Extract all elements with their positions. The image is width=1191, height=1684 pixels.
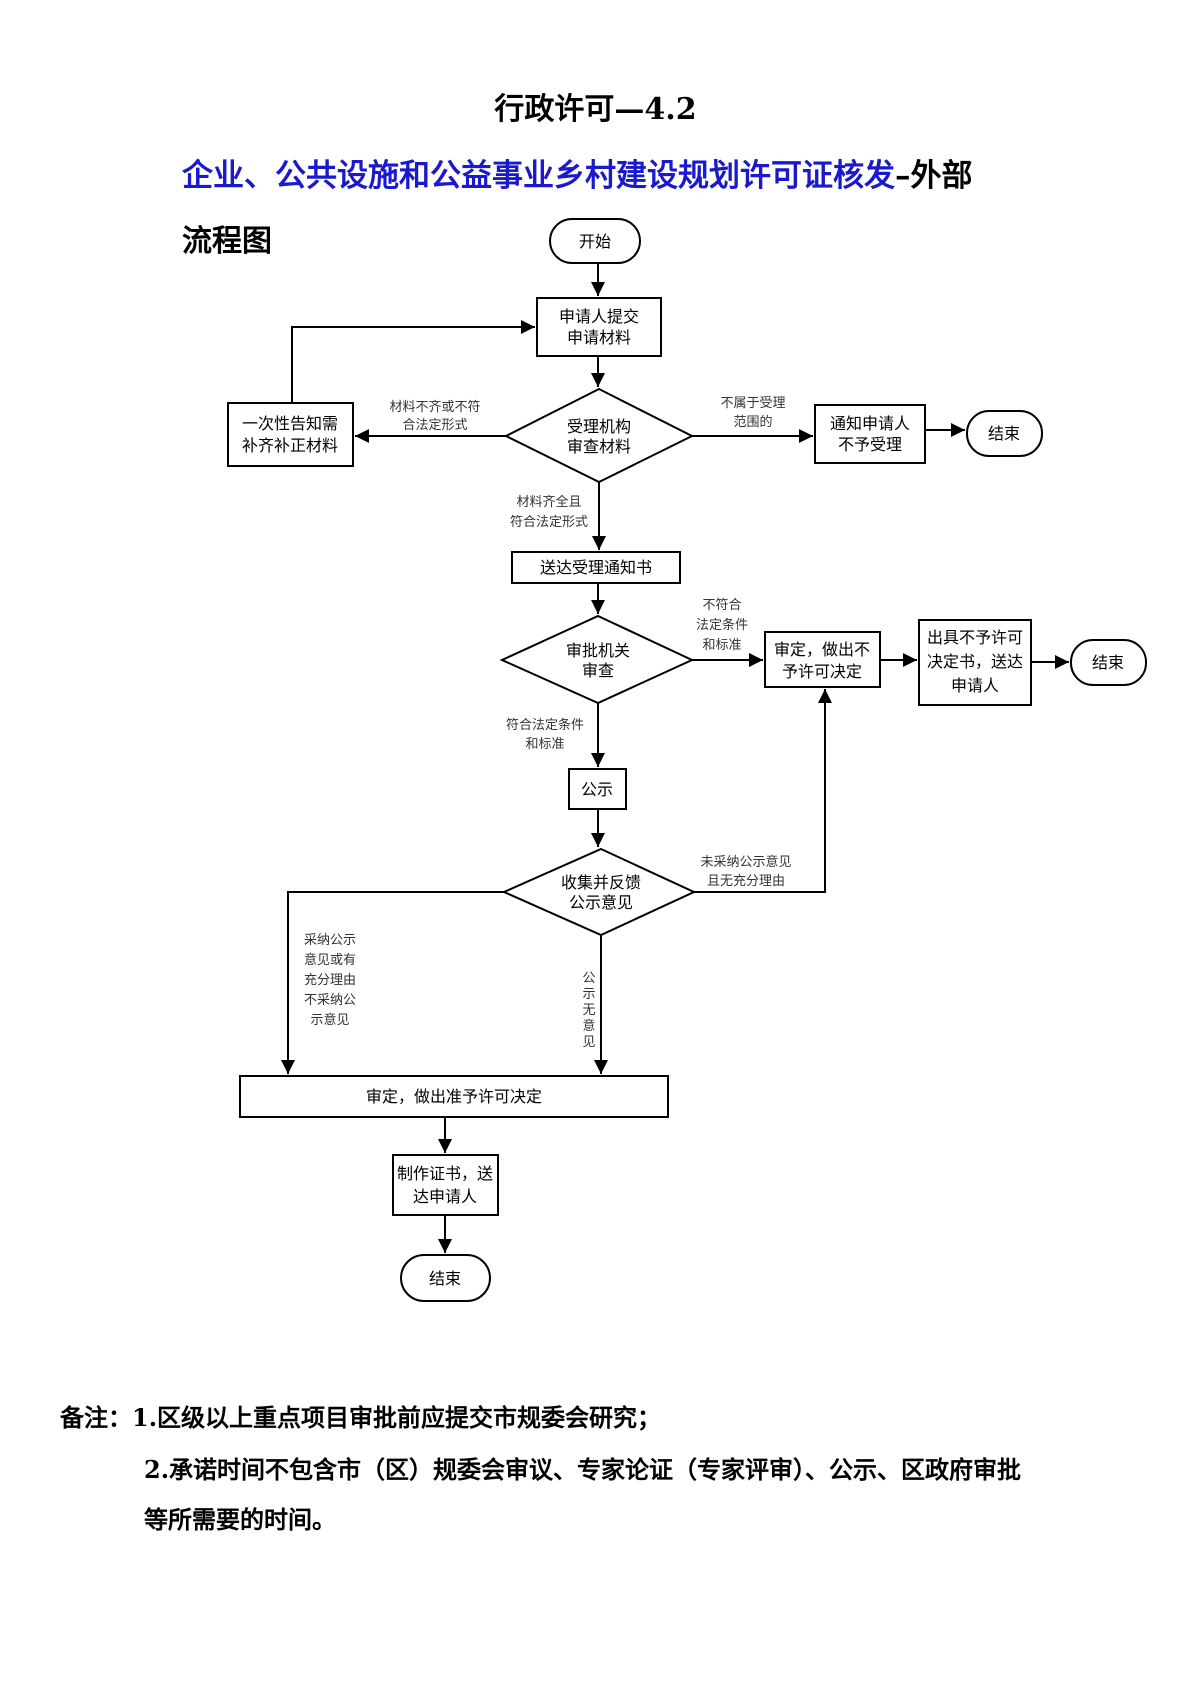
edge-label-no-objection-char-4: 意 xyxy=(582,1018,595,1034)
node-approval-review: 审批机关 审查 xyxy=(499,614,695,705)
edge-label-adopted-line-2: 意见或有 xyxy=(304,952,356,968)
edge-label-compliant-line-1: 符合法定条件 xyxy=(506,717,584,733)
edge-label-adopted: 采纳公示 意见或有 充分理由 不采纳公 示意见 xyxy=(304,933,356,1028)
node-make-license-line-1: 制作证书，送 xyxy=(397,1164,493,1183)
main-title-blue: 企业、公共设施和公益事业乡村建设规划许可证核发 xyxy=(182,158,895,194)
edge-label-not-adopted-line-2: 且无充分理由 xyxy=(707,873,785,889)
node-collect-feedback: 收集并反馈 公示意见 xyxy=(501,847,697,937)
edge-label-no-objection-char-3: 无 xyxy=(582,1003,595,1018)
edge-label-out-of-scope-line-2: 范围的 xyxy=(733,414,772,430)
edge-label-out-of-scope-line-1: 不属于受理 xyxy=(720,396,785,411)
edge-label-no-objection-char-2: 示 xyxy=(582,987,595,1002)
node-start: 开始 xyxy=(549,218,641,264)
node-end-3: 结束 xyxy=(400,1254,491,1302)
node-decide-deny: 审定，做出不 予许可决定 xyxy=(764,631,881,688)
edge-label-not-compliant-line-3: 和标准 xyxy=(702,638,741,653)
node-publicity: 公示 xyxy=(568,768,627,810)
edge-label-not-adopted: 未采纳公示意见 且无充分理由 xyxy=(700,854,791,889)
node-make-license: 制作证书，送 达申请人 xyxy=(392,1154,499,1216)
node-end-2: 结束 xyxy=(1070,639,1147,686)
edge-label-compliant: 符合法定条件 和标准 xyxy=(506,717,584,752)
edge-label-no-objection-char-1: 公 xyxy=(582,971,595,986)
node-accept-review: 受理机构 审查材料 xyxy=(503,387,695,484)
edge-label-incomplete: 材料不齐或不符 合法定形式 xyxy=(389,399,480,433)
node-notify-reject-line-1: 通知申请人 xyxy=(830,414,910,433)
edge-feedback-to-deny xyxy=(694,689,832,893)
edge-label-incomplete-line-1: 材料不齐或不符 xyxy=(389,399,480,415)
node-submit-line-2: 申请材料 xyxy=(567,328,631,347)
edge-label-adopted-line-3: 充分理由 xyxy=(304,972,356,988)
node-deliver-notice-label: 送达受理通知书 xyxy=(540,558,652,577)
node-notify-reject-line-2: 不予受理 xyxy=(838,435,902,454)
edge-label-complete-line-2: 符合法定形式 xyxy=(510,514,588,530)
edge-label-compliant-line-2: 和标准 xyxy=(525,737,564,752)
edge-label-complete-line-1: 材料齐全且 xyxy=(516,494,581,510)
node-notify-supplement-line-2: 补齐补正材料 xyxy=(242,436,338,455)
node-start-label: 开始 xyxy=(579,232,611,251)
notes-line-1: 备注：1.区级以上重点项目审批前应提交市规委会研究； xyxy=(60,1398,661,1433)
edge-label-not-adopted-line-1: 未采纳公示意见 xyxy=(700,854,791,870)
node-decide-grant: 审定，做出准予许可决定 xyxy=(239,1075,669,1118)
edge-feedback-to-grant-left xyxy=(281,891,504,1074)
node-collect-feedback-line-2: 公示意见 xyxy=(569,893,633,912)
node-end-1-label: 结束 xyxy=(988,424,1020,443)
node-submit: 申请人提交 申请材料 xyxy=(536,297,662,357)
node-end-1: 结束 xyxy=(966,410,1043,457)
node-make-license-line-2: 达申请人 xyxy=(413,1187,477,1206)
node-issue-deny-line-2: 决定书，送达 xyxy=(927,652,1023,671)
document-title: 行政许可—4.2 xyxy=(494,92,697,127)
flowchart-subtitle: 流程图 xyxy=(182,224,272,259)
notes-item-2-line-2: 等所需要的时间。 xyxy=(144,1505,336,1534)
edge-supplement-to-submit xyxy=(291,320,535,403)
edge-label-no-objection: 公 示 无 意 见 xyxy=(582,971,595,1050)
flowchart-main-title: 企业、公共设施和公益事业乡村建设规划许可证核发–外部 xyxy=(182,150,1182,195)
notes-item-1: 1.区级以上重点项目审批前应提交市规委会研究； xyxy=(132,1403,662,1432)
node-submit-line-1: 申请人提交 xyxy=(559,307,639,326)
node-decide-grant-label: 审定，做出准予许可决定 xyxy=(366,1087,542,1106)
edge-label-out-of-scope: 不属于受理 范围的 xyxy=(720,396,785,430)
node-end-3-label: 结束 xyxy=(429,1269,461,1288)
edge-label-no-objection-char-5: 见 xyxy=(582,1035,595,1050)
notes-item-2-line-1: 2.承诺时间不包含市（区）规委会审议、专家论证（专家评审）、公示、区政府审批 xyxy=(144,1455,1022,1484)
node-accept-review-line-1: 受理机构 xyxy=(567,417,631,436)
node-approval-review-line-2: 审查 xyxy=(582,661,614,680)
node-decide-deny-line-1: 审定，做出不 xyxy=(774,640,870,659)
node-end-2-label: 结束 xyxy=(1092,653,1124,672)
notes-label: 备注： xyxy=(60,1403,132,1432)
edge-label-not-compliant: 不符合 法定条件 和标准 xyxy=(696,597,748,653)
node-publicity-label: 公示 xyxy=(581,780,613,799)
node-notify-supplement-line-1: 一次性告知需 xyxy=(242,414,338,433)
node-notify-supplement: 一次性告知需 补齐补正材料 xyxy=(227,402,354,467)
edge-label-complete: 材料齐全且 符合法定形式 xyxy=(510,494,588,530)
node-accept-review-line-2: 审查材料 xyxy=(567,437,631,456)
edge-label-adopted-line-4: 不采纳公 xyxy=(304,993,356,1008)
edge-label-not-compliant-line-2: 法定条件 xyxy=(696,617,748,633)
main-title-suffix: –外部 xyxy=(895,158,973,194)
edge-label-adopted-line-1: 采纳公示 xyxy=(304,933,356,948)
node-decide-deny-line-2: 予许可决定 xyxy=(782,662,862,681)
node-issue-deny: 出具不予许可 决定书，送达 申请人 xyxy=(918,619,1032,706)
edge-label-adopted-line-5: 示意见 xyxy=(310,1012,349,1028)
node-issue-deny-line-3: 申请人 xyxy=(951,676,999,695)
node-issue-deny-line-1: 出具不予许可 xyxy=(927,628,1023,647)
node-notify-reject: 通知申请人 不予受理 xyxy=(814,404,926,464)
node-collect-feedback-line-1: 收集并反馈 xyxy=(561,873,641,892)
edge-label-not-compliant-line-1: 不符合 xyxy=(702,597,741,613)
node-deliver-notice: 送达受理通知书 xyxy=(511,551,681,584)
edge-label-incomplete-line-2: 合法定形式 xyxy=(402,418,467,433)
node-approval-review-line-1: 审批机关 xyxy=(566,641,630,660)
